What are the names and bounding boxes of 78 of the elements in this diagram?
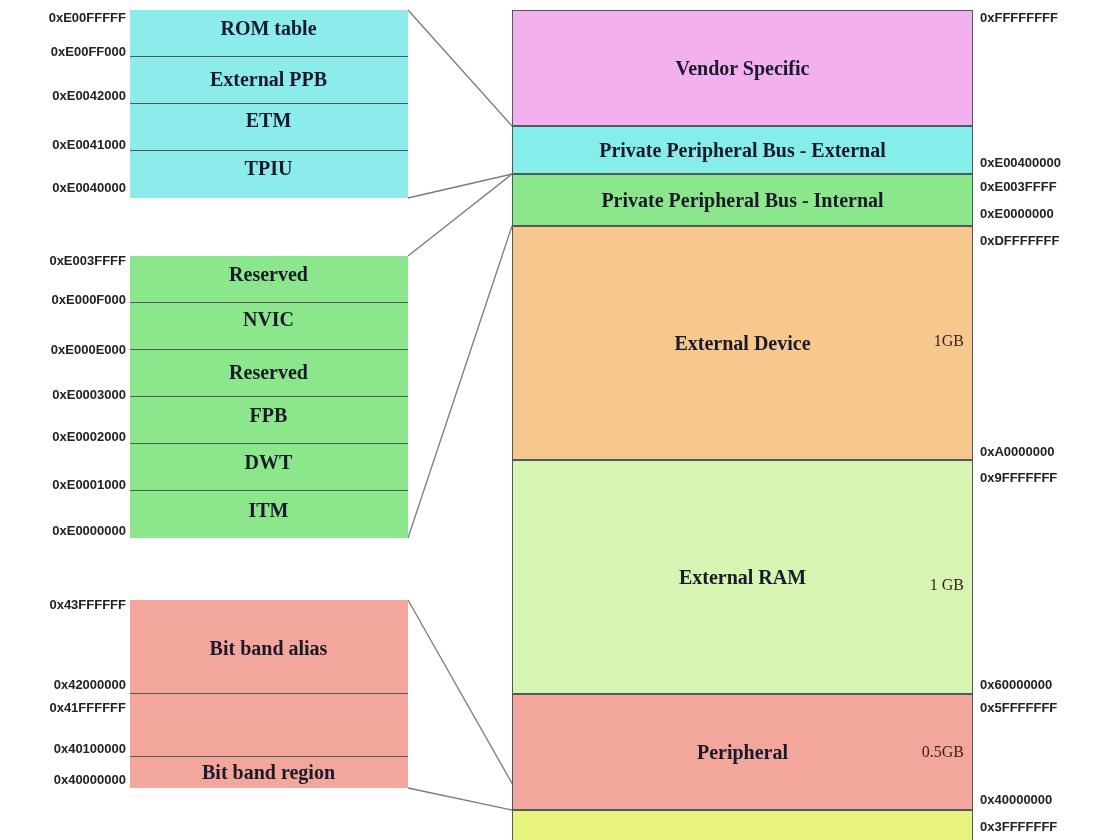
address-label: 0x41FFFFFF [49, 700, 126, 715]
address-label: 0xE000F000 [51, 292, 126, 307]
address-label: 0x40100000 [53, 741, 126, 756]
address-label: 0xE0040000 [52, 180, 126, 195]
address-label: 0xE003FFFF [49, 253, 126, 268]
memory-region [512, 460, 973, 694]
region-label: ROM table [220, 17, 317, 40]
memory-table [130, 600, 408, 788]
region-label: Reserved [229, 361, 308, 384]
address-label: 0xE00400000 [980, 155, 1061, 170]
address-label: 0x60000000 [980, 677, 1053, 692]
address-label: 0xE0000000 [52, 523, 126, 538]
address-label: 0x5FFFFFFF [980, 700, 1058, 715]
region-label: External Device [674, 331, 811, 355]
address-label: 0x43FFFFFF [49, 597, 126, 612]
memory-row [129, 443, 408, 491]
address-label: 0xE0042000 [52, 88, 126, 103]
memory-region [512, 10, 973, 126]
memory-region [512, 174, 973, 226]
address-label: 0x40000000 [980, 792, 1053, 807]
memory-row [129, 349, 408, 397]
memory-row [129, 490, 408, 538]
address-label: 0xE000E000 [50, 342, 126, 357]
memory-region [512, 126, 973, 174]
region-label: DWT [244, 451, 293, 474]
region-label: External RAM [678, 565, 807, 589]
memory-row [129, 103, 408, 151]
memory-table [130, 256, 408, 538]
memory-row [129, 56, 408, 104]
region-label: Bit band alias [209, 636, 328, 660]
address-label: 0xFFFFFFFF [980, 10, 1058, 25]
size-label: 1GB [933, 332, 964, 350]
memory-row [129, 396, 408, 444]
zoom-line [407, 173, 513, 199]
memory-row [129, 150, 408, 198]
address-label: 0xE003FFFF [980, 179, 1057, 194]
memory-row [129, 756, 408, 788]
memory-row [129, 599, 408, 694]
zoom-line [407, 173, 513, 257]
size-label: 0.5GB [921, 743, 964, 761]
address-label: 0xA0000000 [980, 444, 1055, 459]
memory-row [129, 9, 408, 57]
size-label: 1 GB [929, 576, 964, 594]
zoom-line [407, 787, 513, 811]
memory-region [512, 226, 973, 460]
region-label: NVIC [242, 308, 295, 331]
address-label: 0xE0041000 [52, 137, 126, 152]
zoom-line [407, 225, 513, 539]
region-label: External PPB [209, 68, 328, 91]
address-label: 0x42000000 [53, 677, 126, 692]
address-label: 0x3FFFFFFF [980, 819, 1058, 834]
address-label: 0xE0003000 [52, 387, 126, 402]
region-label: ETM [245, 109, 292, 132]
memory-table [130, 10, 408, 198]
zoom-line [407, 9, 513, 127]
region-label: FPB [249, 404, 288, 427]
memory-row [129, 255, 408, 303]
memory-region [512, 810, 973, 840]
address-label: 0x9FFFFFFF [980, 470, 1058, 485]
memory-row [129, 302, 408, 350]
region-label: TPIU [244, 156, 293, 180]
memory-row [129, 693, 408, 757]
address-label: 0xE0000000 [980, 206, 1054, 221]
region-label: Vendor Specific [675, 56, 810, 80]
region-label: Bit band region [202, 760, 335, 784]
region-label: Private Peripheral Bus - Internal [601, 188, 884, 212]
address-label: 0xE00FFFFF [48, 10, 126, 25]
address-label: 0xE0002000 [52, 429, 126, 444]
region-label: Private Peripheral Bus - External [599, 138, 886, 162]
region-label: Reserved [229, 263, 308, 286]
memory-region [512, 694, 973, 810]
zoom-line [407, 599, 513, 784]
address-label: 0xDFFFFFFF [980, 233, 1060, 248]
region-label: Peripheral [696, 740, 789, 764]
address-label: 0x40000000 [53, 772, 126, 787]
region-label: ITM [248, 498, 289, 522]
address-label: 0xE00FF000 [50, 44, 126, 59]
address-label: 0xE0001000 [52, 477, 126, 492]
